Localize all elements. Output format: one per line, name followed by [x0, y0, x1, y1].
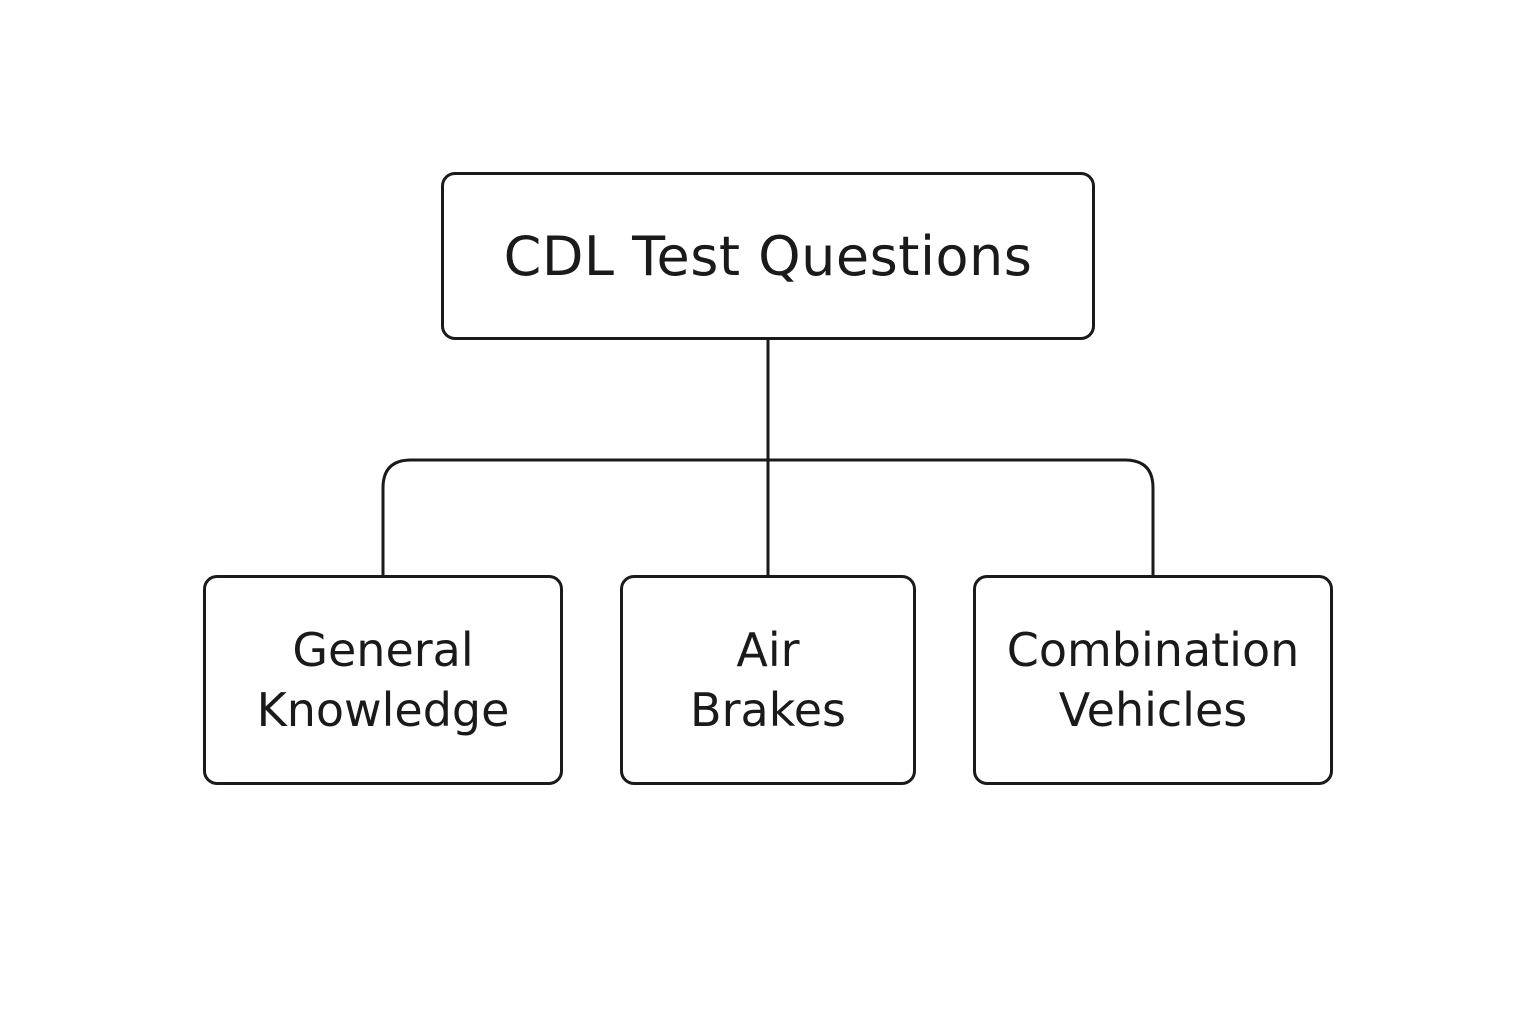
root-node-cdl-test-questions: CDL Test Questions — [441, 172, 1095, 340]
child-node-label-combination-vehicles: Combination Vehicles — [1006, 623, 1300, 737]
root-node-label: CDL Test Questions — [503, 224, 1033, 288]
connector-branch-bar — [381, 458, 1155, 577]
child-node-air-brakes: Air Brakes — [620, 575, 916, 785]
child-node-label-air-brakes: Air Brakes — [690, 623, 846, 737]
child-node-general-knowledge: General Knowledge — [203, 575, 563, 785]
child-node-label-general-knowledge: General Knowledge — [256, 623, 510, 737]
child-node-combination-vehicles: Combination Vehicles — [973, 575, 1333, 785]
